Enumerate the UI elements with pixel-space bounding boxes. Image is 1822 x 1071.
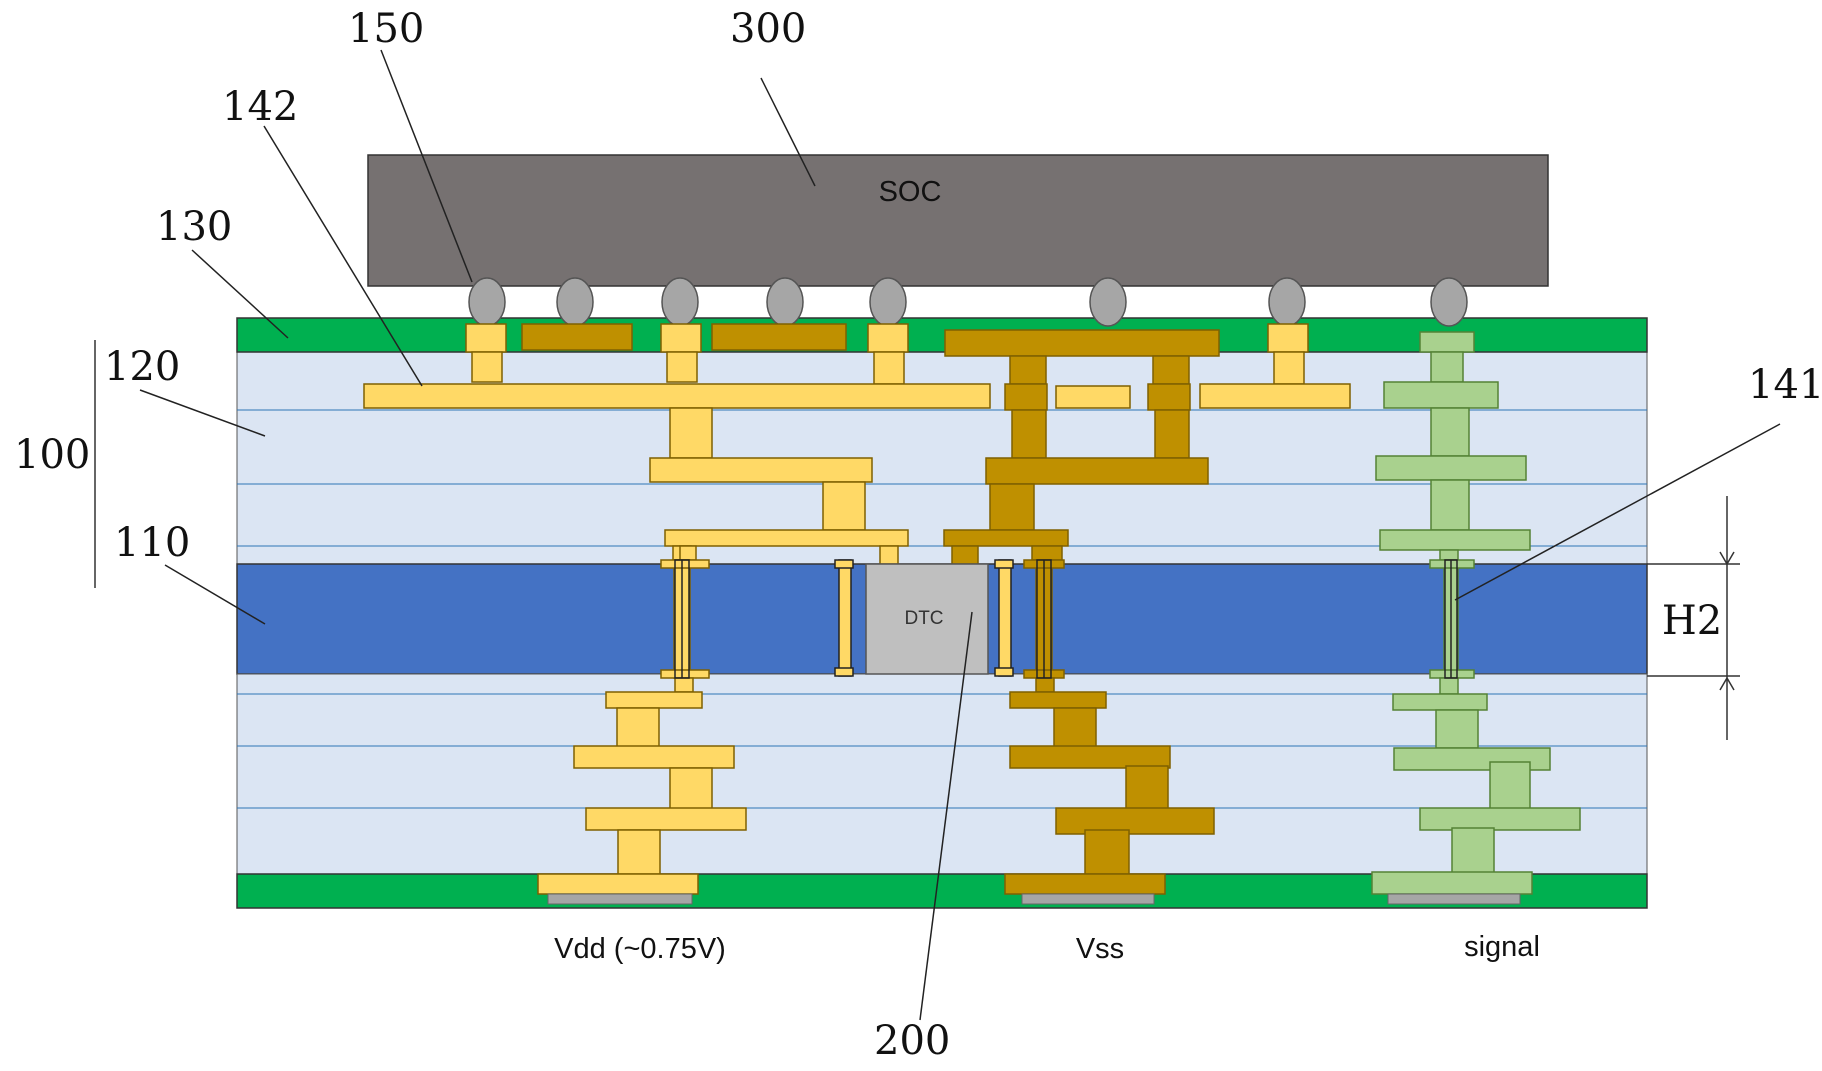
h2-label: H2	[1662, 598, 1722, 644]
dtc-capacitor: DTC	[865, 563, 989, 675]
signal-network	[1371, 331, 1581, 895]
ref-130: 130	[156, 204, 232, 250]
soc-body	[367, 154, 1549, 287]
vss-label: Vss	[1076, 933, 1124, 965]
solder-bump	[1089, 277, 1127, 327]
dtc-label: DTC	[904, 608, 943, 629]
solder-bumps	[468, 277, 1468, 327]
ref-110: 110	[114, 520, 190, 566]
redistribution-trace	[363, 383, 991, 409]
ref-300: 300	[730, 6, 806, 52]
soc-chip: SOC	[367, 154, 1549, 287]
ref-200: 200	[874, 1018, 950, 1064]
solder-bump	[661, 277, 699, 327]
dtc-body	[865, 563, 989, 675]
through-core-vias	[674, 559, 1458, 679]
solder-bump	[869, 277, 907, 327]
vss-network	[943, 329, 1220, 895]
signal-label: signal	[1464, 931, 1540, 963]
leader-lines	[139, 49, 1781, 1021]
vdd-network	[363, 323, 991, 895]
solder-bump	[1268, 277, 1306, 327]
ref-120: 120	[104, 344, 180, 390]
reference-numerals: 150 300 142 130 120 100 110 141 200	[14, 6, 1822, 1064]
solder-bump	[1430, 277, 1468, 327]
bottom-lands	[547, 893, 1521, 905]
solder-bump	[766, 277, 804, 327]
solder-bump	[556, 277, 594, 327]
ref-141: 141	[1748, 362, 1822, 408]
vdd-label: Vdd (~0.75V)	[554, 933, 726, 965]
ref-100: 100	[14, 432, 90, 478]
soc-label: SOC	[879, 176, 942, 208]
solder-bump	[468, 277, 506, 327]
ref-142: 142	[222, 84, 298, 130]
h2-dimension	[1647, 496, 1740, 740]
top-metal-pads	[521, 323, 1351, 409]
ref-150: 150	[348, 6, 424, 52]
